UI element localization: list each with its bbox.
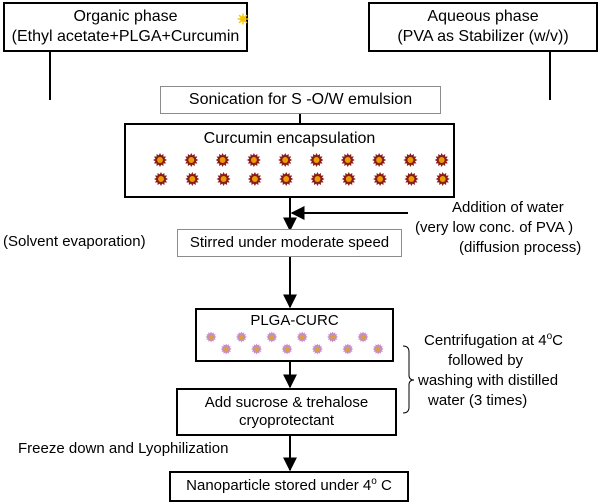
particle-icon: [310, 171, 324, 186]
aqueous-phase-components: (PVA as Stabilizer (w/v)): [397, 28, 569, 45]
centrifugation-line4: water (3 times): [428, 392, 528, 409]
storage-label: Nanoparticle stored under 4o C: [186, 476, 392, 495]
nanoparticles: [205, 331, 384, 354]
particle-icon: [341, 343, 353, 354]
organic-phase-title: Organic phase: [73, 8, 178, 26]
particle-icon: [326, 331, 338, 342]
particle-icon: [434, 152, 449, 167]
particle-icon: [235, 331, 247, 342]
particle-icon: [216, 171, 231, 186]
aqueous-phase-box: Aqueous phase (PVA as Stabilizer (w/v)): [368, 2, 598, 52]
cryoprotectant-line1: Add sucrose & trehalose: [204, 393, 369, 411]
plga-curc-title: PLGA-CURC: [250, 312, 339, 329]
particle-icon: [357, 331, 368, 342]
particle-icon: [372, 343, 384, 354]
centrifugation-line2: followed by: [448, 352, 524, 369]
sonication-box: Sonication for S -O/W emulsion: [160, 86, 441, 114]
cryoprotectant-box: Add sucrose & trehalose cryoprotectant: [176, 388, 397, 436]
particle-icon: [296, 331, 308, 342]
particle-icon: [250, 343, 262, 354]
sonication-label: Sonication for S -O/W emulsion: [188, 91, 413, 109]
solvent-evaporation-label: (Solvent evaporation): [3, 233, 146, 250]
particle-icon: [220, 343, 232, 354]
particle-icon: [183, 152, 198, 167]
curcumin-encapsulation-box: Curcumin encapsulation: [124, 123, 455, 198]
addition-of-water-line2: (very low conc. of PVA ): [415, 219, 574, 236]
particle-icon: [215, 152, 230, 167]
curcumin-star-icon: [237, 13, 249, 25]
particle-icon: [403, 171, 418, 186]
centrifugation-line1: Centrifugation at 4oC: [424, 331, 563, 350]
storage-box: Nanoparticle stored under 4o C: [169, 471, 409, 502]
particle-icon: [278, 171, 293, 186]
stirred-label: Stirred under moderate speed: [189, 233, 390, 251]
particle-icon: [281, 343, 292, 354]
aqueous-phase-title: Aqueous phase: [427, 8, 539, 26]
particle-icon: [184, 171, 199, 186]
particle-icon: [372, 171, 387, 186]
cryoprotectant-line2: cryoprotectant: [238, 412, 335, 429]
addition-of-water-line3: (diffusion process): [459, 239, 582, 256]
freeze-lyophilization-label: Freeze down and Lyophilization: [18, 440, 229, 457]
curcumin-encapsulation-title: Curcumin encapsulation: [203, 130, 376, 147]
particle-icon: [340, 152, 355, 167]
particle-icon: [205, 331, 216, 342]
particle-icon: [247, 171, 262, 186]
particle-icon: [341, 171, 356, 186]
particle-icon: [435, 171, 450, 186]
plga-curc-box: PLGA-CURC: [195, 308, 394, 362]
stirred-box: Stirred under moderate speed: [177, 229, 402, 257]
particle-icon: [152, 152, 167, 167]
particle-icon: [246, 152, 261, 167]
organic-phase-box: Organic phase (Ethyl acetate+PLGA+Curcum…: [3, 2, 249, 52]
particle-icon: [371, 152, 386, 167]
curcumin-particles: [152, 152, 450, 186]
addition-of-water-line1: Addition of water: [452, 199, 564, 216]
centrifugation-bracket: [402, 345, 415, 414]
particle-icon: [153, 171, 168, 186]
organic-phase-components: (Ethyl acetate+PLGA+Curcumin: [12, 13, 249, 47]
particle-icon: [311, 343, 323, 354]
particle-icon: [402, 152, 417, 167]
centrifugation-line3: washing with distilled: [418, 372, 559, 389]
particle-icon: [277, 152, 292, 167]
particle-icon: [265, 331, 277, 342]
particle-icon: [309, 152, 323, 167]
